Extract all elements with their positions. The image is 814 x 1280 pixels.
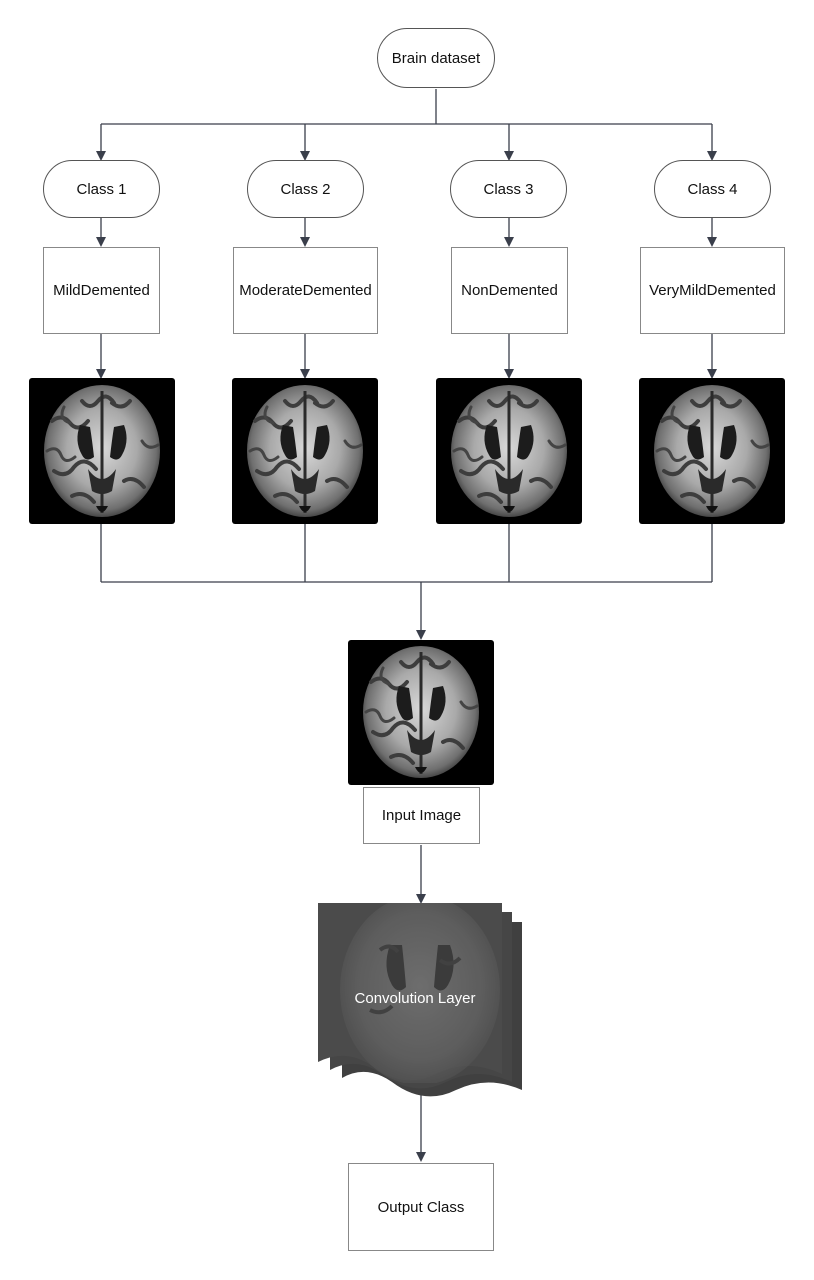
mri-image-class-2 <box>232 378 378 524</box>
brain-dataset-node: Brain dataset <box>377 28 495 88</box>
class-1-label: Class 1 <box>76 180 127 198</box>
input-mri-image <box>348 640 494 785</box>
class-2-node: Class 2 <box>247 160 364 218</box>
class-2-label: Class 2 <box>280 180 331 198</box>
convolution-layer-text: Convolution Layer <box>330 983 500 1013</box>
category-moderate-demented-box: ModerateDemented <box>233 247 378 334</box>
brain-dataset-label: Brain dataset <box>391 49 481 67</box>
category-non-demented-box: NonDemented <box>451 247 568 334</box>
class-4-label: Class 4 <box>687 180 738 198</box>
category-moderate-demented-label: ModerateDemented <box>239 282 372 299</box>
mri-image-class-3 <box>436 378 582 524</box>
category-mild-demented-box: MildDemented <box>43 247 160 334</box>
class-3-label: Class 3 <box>483 180 534 198</box>
class-3-node: Class 3 <box>450 160 567 218</box>
convolution-layer-label: Convolution Layer <box>354 989 476 1007</box>
convolution-layer-stack <box>318 903 522 1097</box>
input-image-label: Input Image <box>381 807 462 824</box>
category-mild-demented-label: MildDemented <box>53 282 150 299</box>
output-class-box: Output Class <box>348 1163 494 1251</box>
category-very-mild-demented-label: VeryMildDemented <box>649 282 776 299</box>
category-non-demented-label: NonDemented <box>461 282 558 299</box>
output-class-label: Output Class <box>377 1198 465 1216</box>
mri-image-class-4 <box>639 378 785 524</box>
category-very-mild-demented-box: VeryMildDemented <box>640 247 785 334</box>
class-1-node: Class 1 <box>43 160 160 218</box>
class-4-node: Class 4 <box>654 160 771 218</box>
input-image-box: Input Image <box>363 787 480 844</box>
mri-image-class-1 <box>29 378 175 524</box>
